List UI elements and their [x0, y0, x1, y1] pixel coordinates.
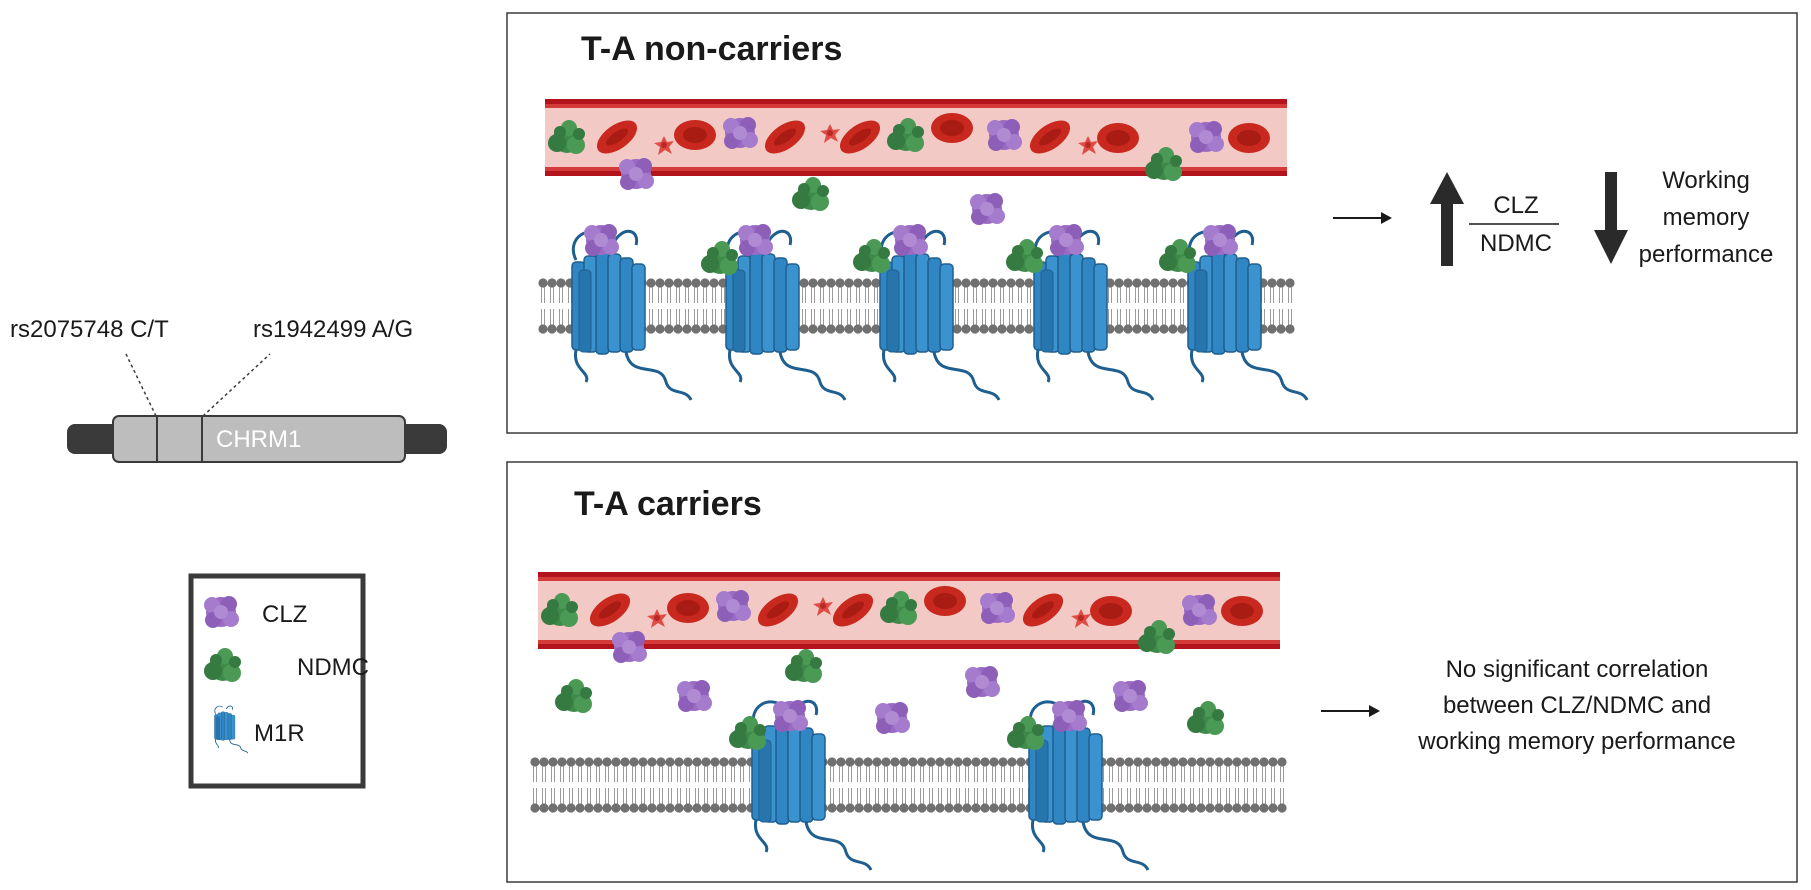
snp1-leader [125, 353, 157, 417]
snp1-label: rs2075748 C/T [10, 316, 169, 343]
result-line2: between CLZ/NDMC and [1443, 692, 1711, 719]
legend-clz-label: CLZ [262, 601, 307, 628]
gene-body [112, 415, 406, 463]
result-line1: No significant correlation [1446, 656, 1709, 683]
outcome-line1: Working [1662, 167, 1750, 194]
clz-molecule [612, 631, 647, 663]
down-arrow-icon [1594, 172, 1628, 264]
panel-top-border [506, 12, 1798, 434]
snp2-leader [202, 353, 271, 417]
ratio-denominator: NDMC [1480, 230, 1552, 257]
ratio-numerator: CLZ [1493, 192, 1538, 219]
panel-non-carriers: T-A non-carriers [506, 12, 1798, 434]
legend: CLZ NDMC M1R [188, 573, 369, 789]
clz-molecule [875, 702, 910, 734]
legend-m1r-label: M1R [254, 720, 305, 747]
clz-molecule [970, 193, 1005, 225]
gene-name: CHRM1 [216, 426, 301, 453]
up-arrow-icon [1430, 172, 1464, 266]
clz-molecule-icon [204, 596, 239, 628]
outcome-line2: memory [1663, 204, 1750, 231]
snp2-label: rs1942499 A/G [253, 316, 413, 343]
outcome-line3: performance [1639, 241, 1774, 268]
result-line3: working memory performance [1417, 728, 1735, 755]
panel-bottom-title: T-A carriers [574, 485, 762, 523]
result-arrow-bottom [1321, 705, 1380, 717]
panel-carriers: T-A carriers [506, 461, 1798, 883]
panel-top-title: T-A non-carriers [581, 30, 842, 68]
clz-molecule [965, 666, 1000, 698]
clz-molecule [1113, 680, 1148, 712]
result-arrow-top [1333, 212, 1392, 224]
clz-molecule [619, 158, 654, 190]
gene-diagram: CHRM1 rs2075748 C/T rs1942499 A/G [10, 316, 447, 463]
clz-molecule [677, 680, 712, 712]
legend-ndmc-label: NDMC [297, 654, 369, 681]
